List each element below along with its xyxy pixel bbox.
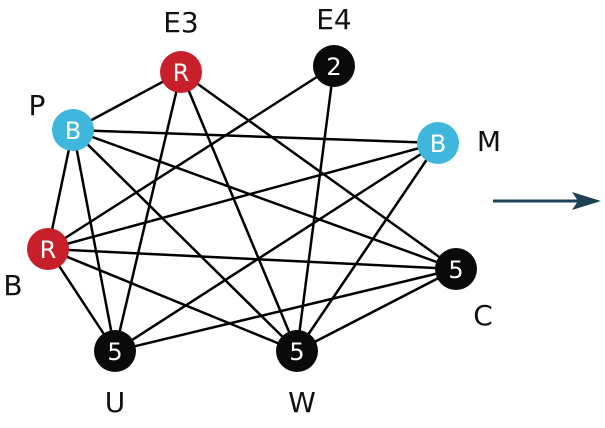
edge-w-c bbox=[296, 267, 457, 353]
node-b: RB bbox=[3, 228, 69, 302]
edge-b-c bbox=[47, 247, 457, 271]
right-arrow bbox=[493, 192, 601, 210]
edge-e3-c bbox=[180, 70, 457, 271]
node-value: 5 bbox=[289, 338, 304, 366]
node-e3: R E3 bbox=[160, 6, 202, 93]
edge-e4-b bbox=[47, 64, 335, 251]
edge-u-c bbox=[114, 267, 457, 353]
node-u: 5U bbox=[94, 330, 136, 419]
node-c: 5C bbox=[435, 248, 493, 332]
node-circle bbox=[160, 51, 202, 93]
edge-e4-w bbox=[295, 65, 336, 352]
edge-b-w bbox=[47, 247, 298, 353]
node-value: 2 bbox=[326, 53, 341, 81]
node-value: R bbox=[40, 236, 57, 264]
arrow-head bbox=[572, 192, 601, 210]
edge-m-u bbox=[114, 141, 439, 353]
edge-m-w bbox=[295, 142, 440, 352]
node-circle bbox=[94, 330, 136, 372]
node-circle bbox=[52, 109, 94, 151]
edge-p-c bbox=[72, 128, 457, 271]
edge-e3-u bbox=[113, 71, 183, 352]
node-w: 5W bbox=[276, 330, 318, 419]
vertex-name: B bbox=[3, 269, 22, 302]
node-value: 5 bbox=[107, 338, 122, 366]
node-circle bbox=[276, 330, 318, 372]
vertex-name: M bbox=[477, 125, 501, 158]
vertex-name: E4 bbox=[316, 3, 352, 36]
node-value: 5 bbox=[448, 256, 463, 284]
node-value: B bbox=[65, 117, 81, 145]
edge-b-m bbox=[47, 141, 439, 251]
node-circle bbox=[417, 122, 459, 164]
edge-layer bbox=[46, 64, 457, 353]
node-e4: 2 E4 bbox=[313, 3, 355, 87]
edge-p-u bbox=[71, 129, 117, 352]
edge-e3-w bbox=[179, 71, 299, 352]
node-value: B bbox=[430, 130, 446, 158]
vertex-name: C bbox=[473, 299, 493, 332]
vertex-name: U bbox=[105, 386, 126, 419]
node-p: BP bbox=[29, 89, 94, 151]
vertex-name: E3 bbox=[163, 6, 199, 39]
node-circle bbox=[435, 248, 477, 290]
edge-p-m bbox=[72, 128, 439, 145]
vertex-name: P bbox=[29, 89, 46, 122]
node-value: R bbox=[173, 59, 190, 87]
node-circle bbox=[27, 228, 69, 270]
edge-p-w bbox=[72, 129, 298, 352]
vertex-name: W bbox=[288, 386, 316, 419]
node-circle bbox=[313, 45, 355, 87]
